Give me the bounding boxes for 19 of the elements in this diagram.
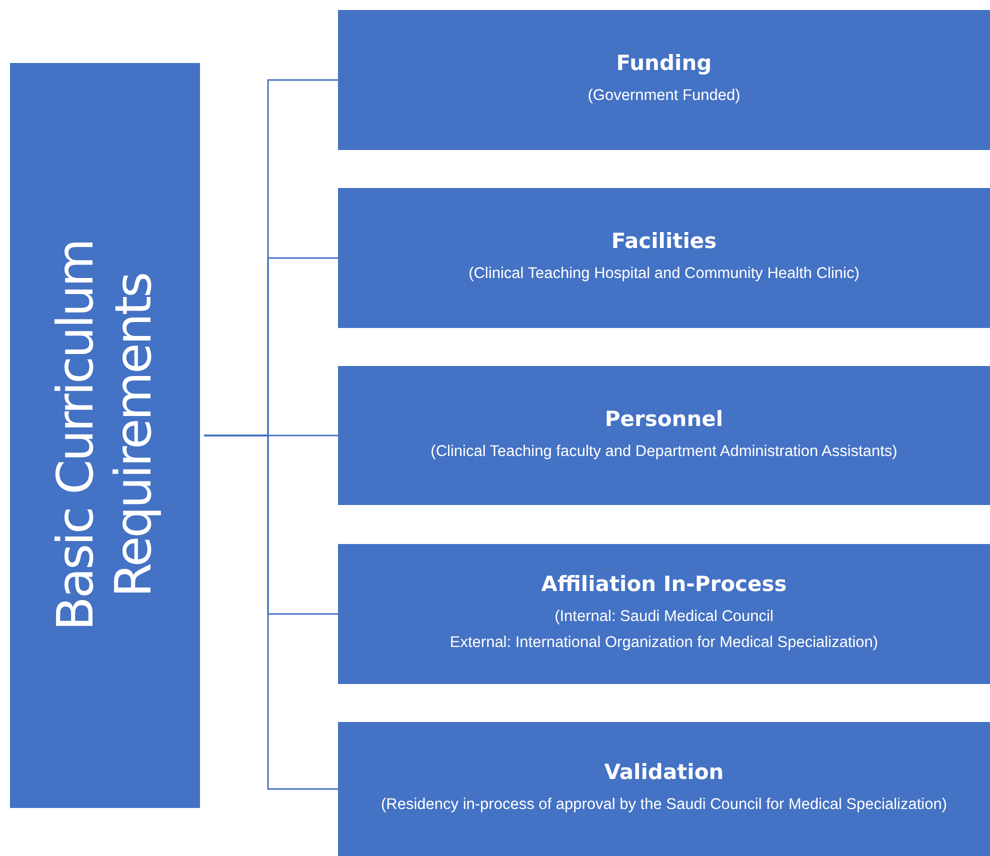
box-heading: Funding	[616, 51, 712, 75]
requirement-box	[338, 544, 990, 684]
box-description: (Clinical Teaching faculty and Department Administration Assistants)	[430, 442, 898, 462]
connector-line	[204, 434, 338, 790]
box-heading: Personnel	[604, 406, 724, 430]
requirement-box	[338, 188, 990, 328]
requirement-box	[338, 366, 990, 505]
box-heading: Affiliation In-Process	[541, 572, 787, 596]
box-description: (Government Funded)	[588, 86, 740, 106]
box-description: (Residency in-process of approval by the Saudi Council for Medical Specialization)	[380, 795, 948, 815]
box-description: (Clinical Teaching Hospital and Community Health Clinic)	[468, 264, 860, 284]
requirement-box	[338, 722, 990, 856]
title-bar	[10, 63, 200, 808]
box-heading: Validation	[604, 760, 724, 784]
box-description: External: International Organization for Medical Specialization)	[450, 633, 878, 653]
requirement-box	[338, 10, 990, 150]
box-heading: Facilities	[611, 229, 717, 253]
box-description: (Internal: Saudi Medical Council	[554, 607, 774, 627]
vertical-title: Basic Curriculum Requirements	[48, 239, 162, 633]
